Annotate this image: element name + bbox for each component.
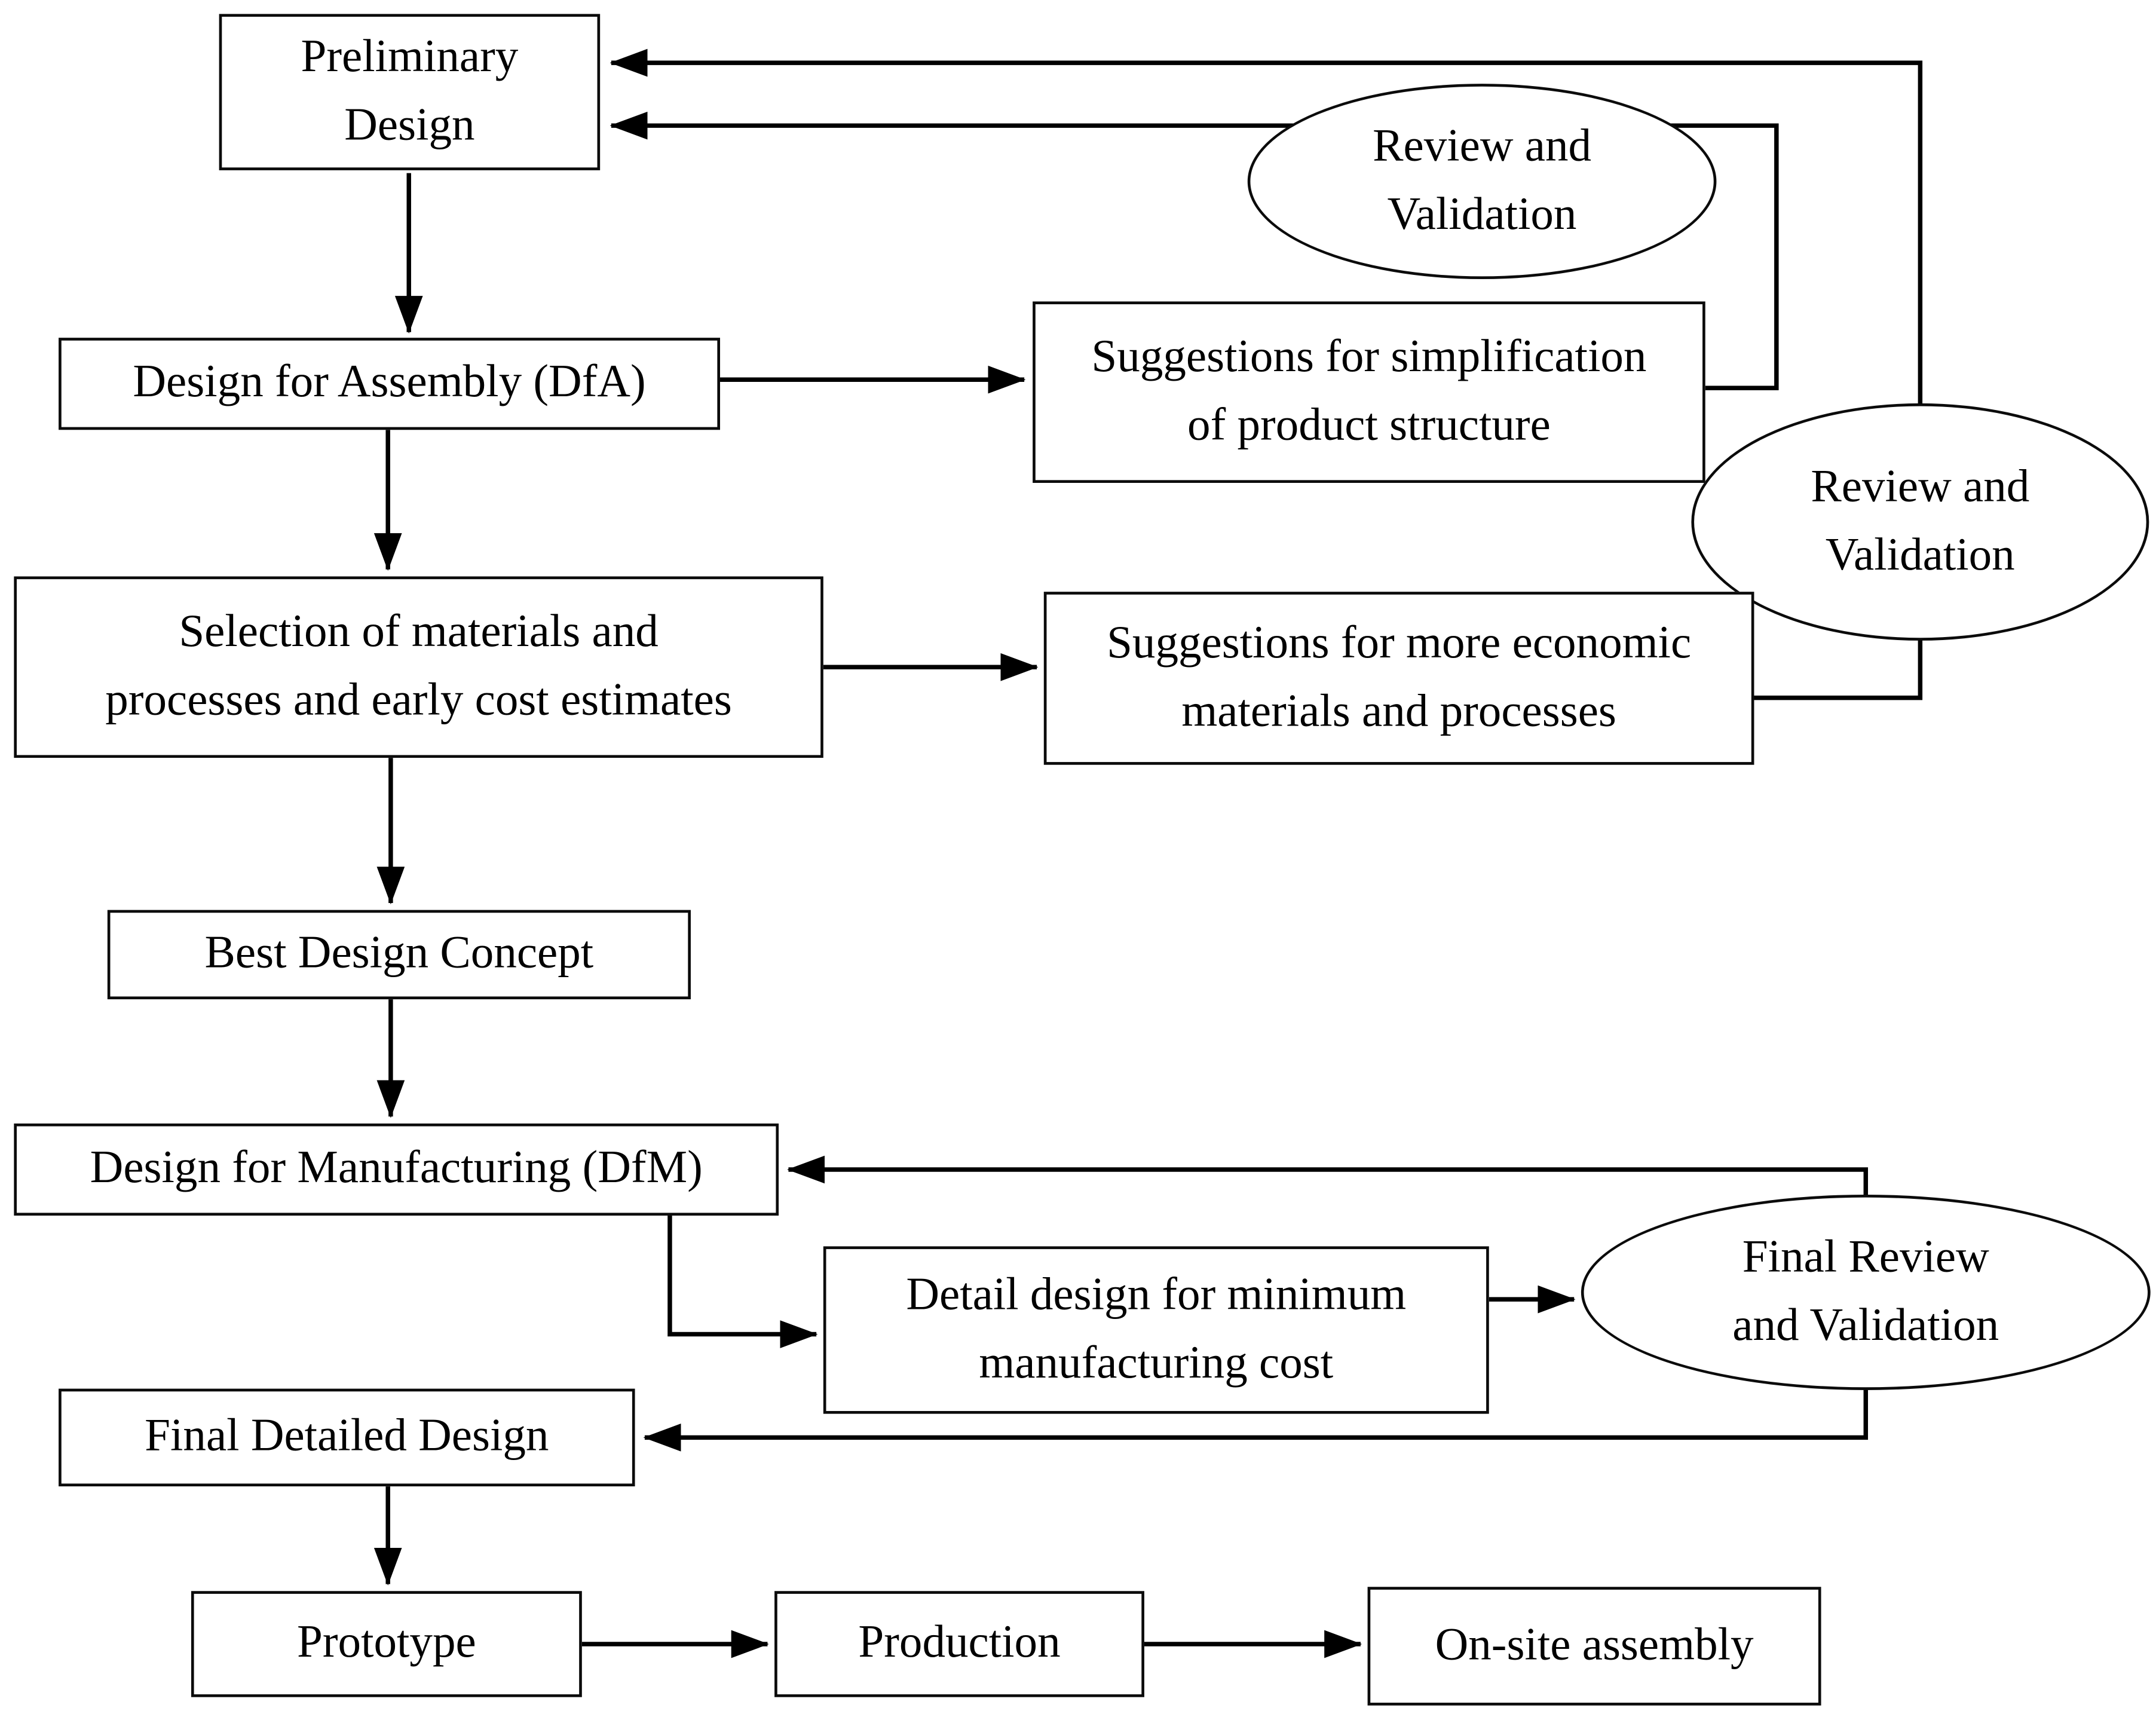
node-detail-design: Detail design for minimum manufacturing …: [823, 1246, 1489, 1414]
node-design-for-assembly: Design for Assembly (DfA): [59, 338, 721, 430]
node-preliminary-design: Preliminary Design: [219, 14, 601, 170]
node-production: Production: [774, 1591, 1144, 1697]
node-suggestions-simplification: Suggestions for simplification of produc…: [1033, 301, 1705, 483]
connector-suggestions-simplification-to-preliminary: [610, 111, 1779, 390]
node-final-detailed-design: Final Detailed Design: [59, 1388, 635, 1487]
connector-suggestions-economic-to-preliminary: [610, 48, 1923, 700]
connector-final-review-to-final-detailed: [643, 1389, 1869, 1452]
node-suggestions-economic: Suggestions for more economic materials …: [1043, 592, 1754, 765]
node-review-validation-1: Review and Validation: [1247, 84, 1717, 280]
connector-dfm-to-detail-design: [667, 1216, 818, 1348]
node-design-for-manufacturing: Design for Manufacturing (DfM): [14, 1123, 779, 1216]
node-final-review-validation: Final Review and Validation: [1581, 1195, 2151, 1390]
node-selection-materials: Selection of materials and processes and…: [14, 576, 823, 758]
node-onsite-assembly: On-site assembly: [1367, 1587, 1821, 1706]
connector-final-review-to-dfm: [787, 1155, 1869, 1195]
node-best-design-concept: Best Design Concept: [107, 910, 691, 1000]
node-review-validation-2: Review and Validation: [1691, 403, 2149, 641]
node-prototype: Prototype: [191, 1591, 582, 1697]
